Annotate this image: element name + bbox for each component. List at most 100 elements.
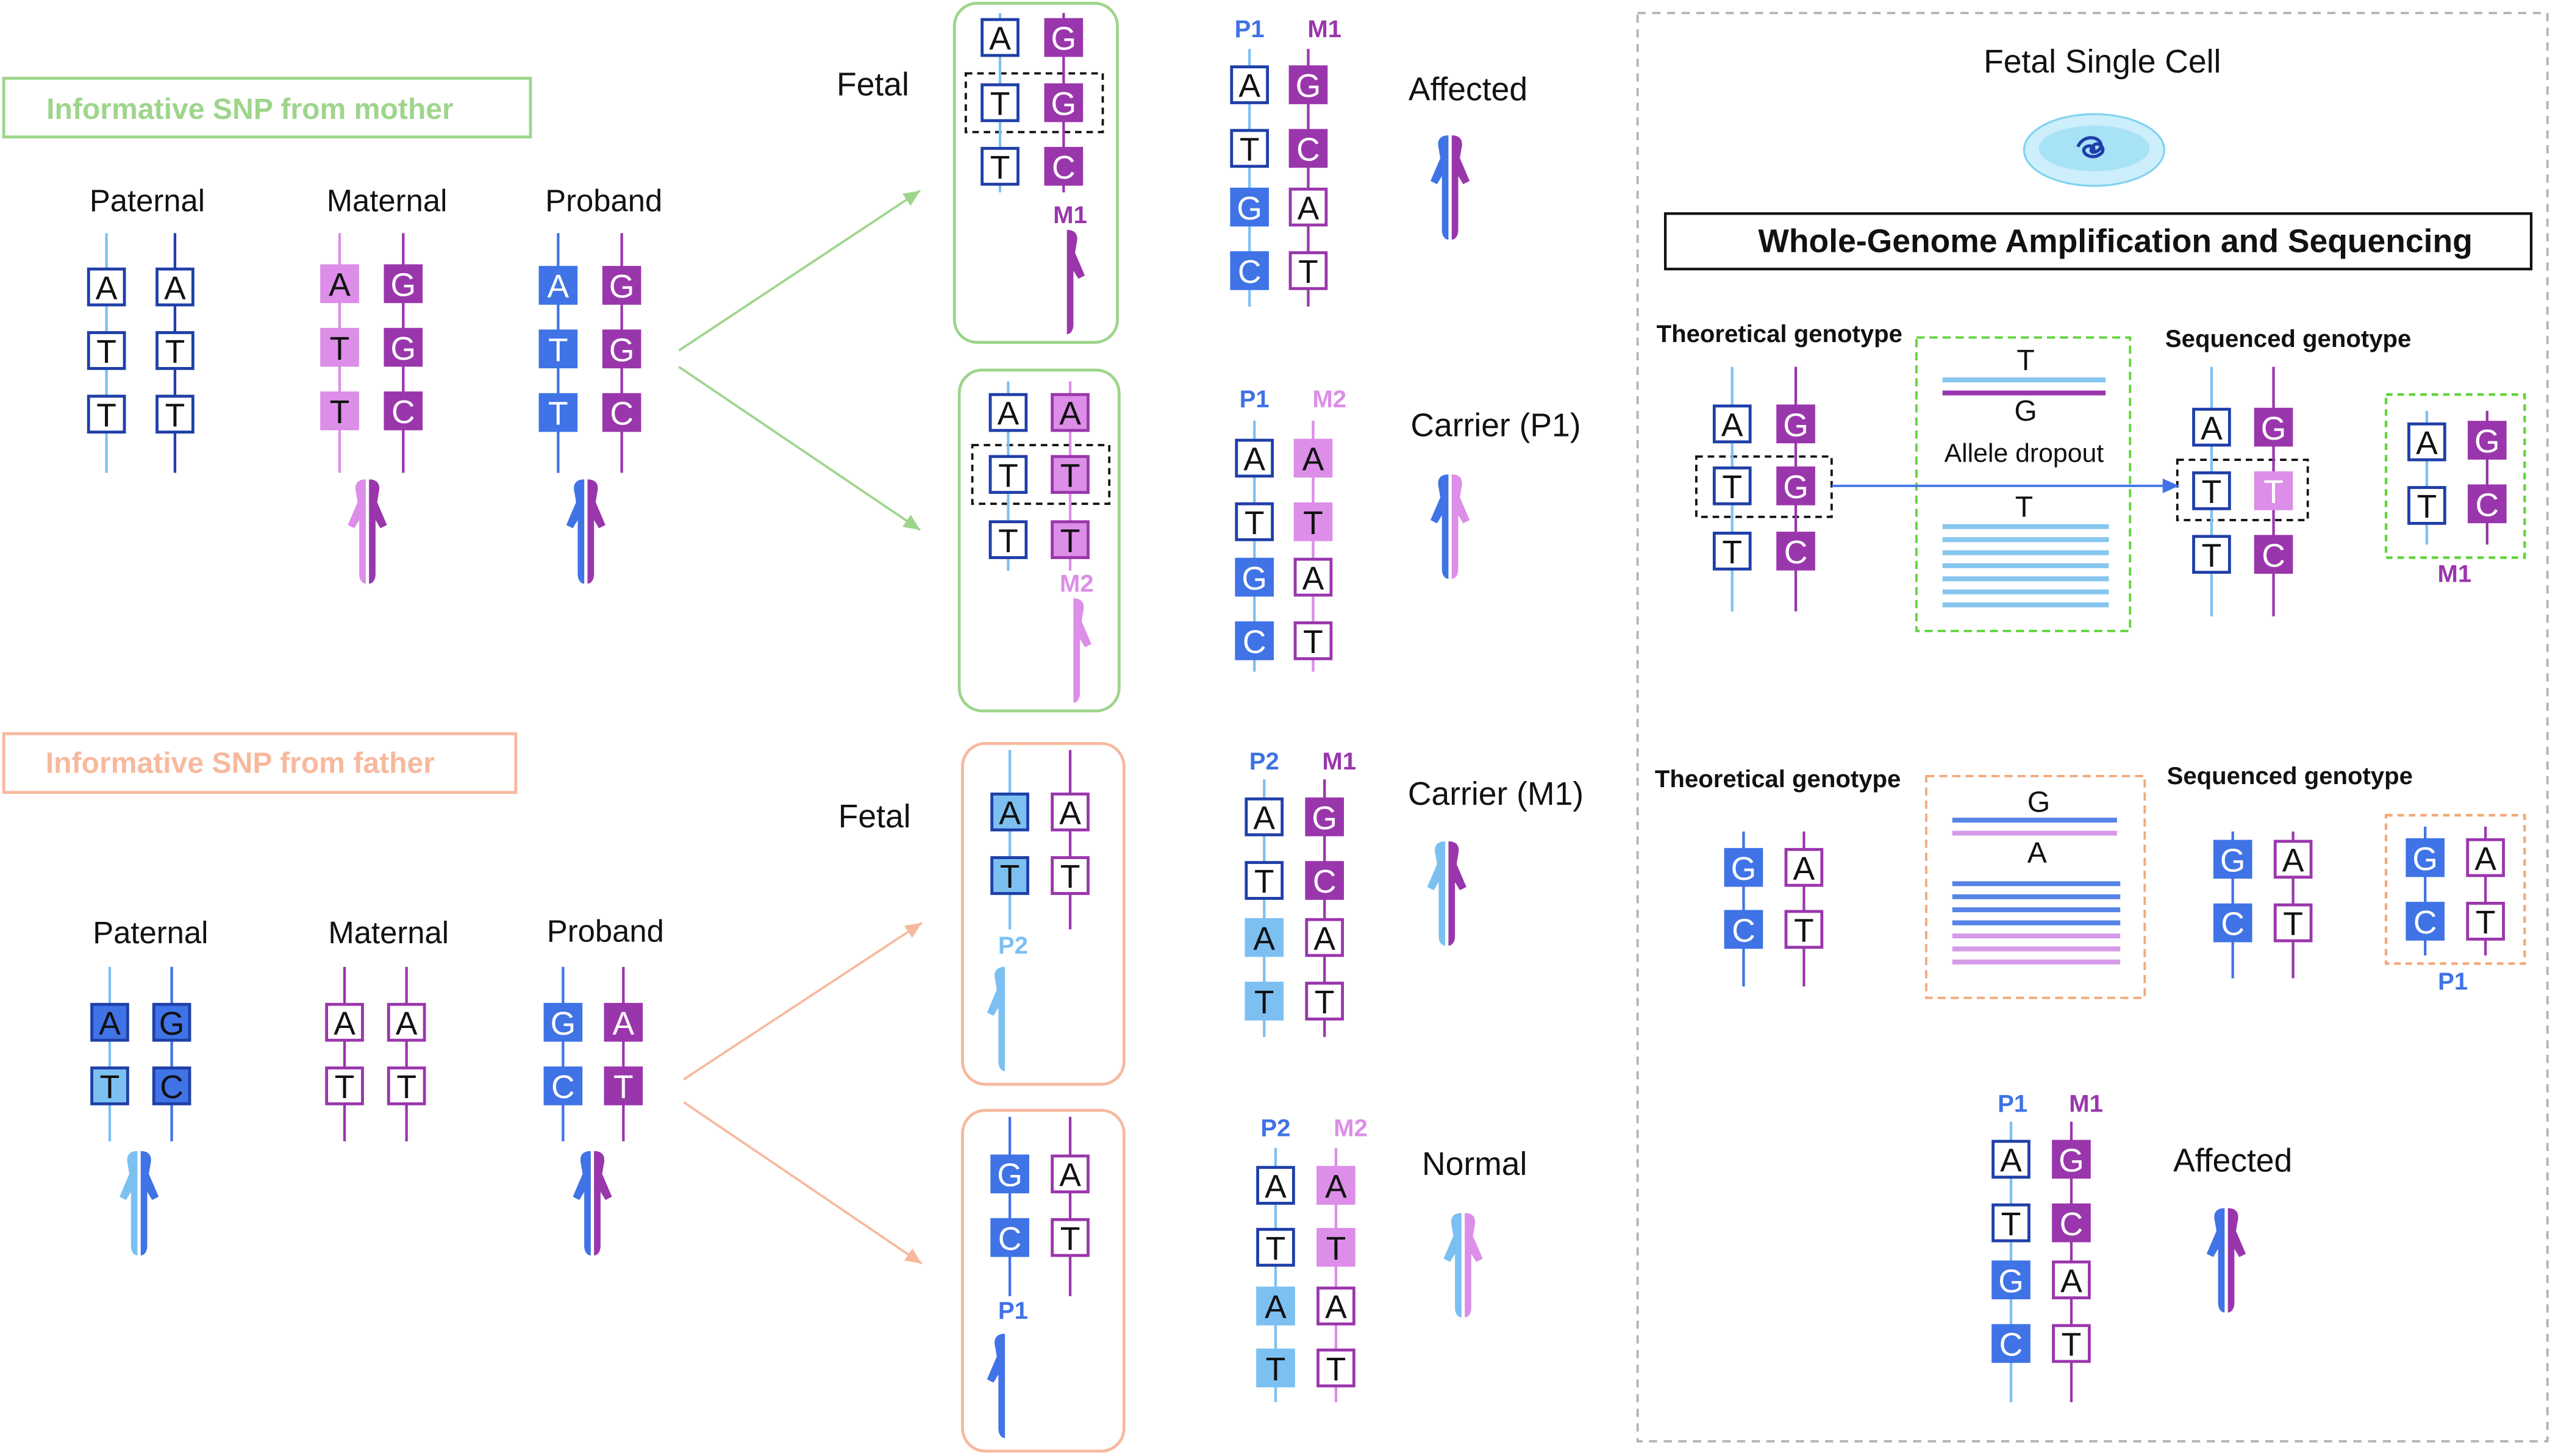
allele-box-T: T <box>155 331 195 370</box>
allele-box-C: C <box>1288 129 1328 168</box>
combined-left-hap: P1 <box>1998 1090 2027 1117</box>
allele-label: T <box>165 334 185 370</box>
allele-label: C <box>2262 538 2285 574</box>
allele-box-frame <box>1245 861 1284 900</box>
result-3-status: Carrier (M1) <box>1408 776 1584 812</box>
allele-box-T: T <box>1245 861 1284 900</box>
allele-box-frame <box>988 393 1028 432</box>
label-paternal-2: Paternal <box>93 915 208 950</box>
allele-box-A: A <box>1230 65 1270 104</box>
allele-box-G: G <box>1991 1260 2031 1299</box>
allele-box-frame <box>2213 903 2252 943</box>
allele-label: T <box>1060 859 1080 895</box>
allele-box-G: G <box>1235 557 1274 597</box>
allele-box-frame <box>1235 438 1274 478</box>
allele-box-T: T <box>1235 502 1274 541</box>
person-half-silhouette <box>587 479 605 584</box>
sequenced-result-box-1 <box>2384 393 2526 559</box>
allele-box-frame <box>1051 856 1090 895</box>
allele-label: T <box>1254 864 1274 900</box>
allele-label: A <box>1313 921 1335 957</box>
cell-dna-coil <box>2076 136 2105 159</box>
result-4-icon-paternal-half <box>1443 1213 1462 1318</box>
allele-box-frame <box>1288 251 1328 290</box>
result-4-icon-maternal-half <box>1465 1213 1483 1318</box>
allele-box-frame <box>155 394 195 434</box>
allele-label: T <box>1254 985 1274 1021</box>
arrows-layer <box>678 190 2179 1265</box>
allele-box-A: A <box>1256 1166 1295 1205</box>
allele-label: G <box>1051 21 1077 57</box>
allele-box-A: A <box>1051 1154 1090 1194</box>
allele-label: T <box>1303 624 1323 660</box>
allele-box-frame <box>1051 1154 1090 1194</box>
allele-box-G: G <box>1724 848 1763 887</box>
person-half-silhouette <box>2206 1208 2225 1313</box>
result-3-left-hap: P2 <box>1249 748 1279 775</box>
allele-box-frame <box>2468 484 2507 524</box>
allele-dropout-label: Allele dropout <box>1945 438 2104 468</box>
allele-box-T: T <box>90 1066 129 1105</box>
fetal-2-icon <box>1073 598 1091 703</box>
sequenced-snp-highlight <box>2176 459 2309 521</box>
arrow-shaft <box>678 366 921 531</box>
allele-label: A <box>1059 796 1081 832</box>
allele-label: A <box>99 1006 121 1042</box>
allele-box-frame <box>1230 65 1270 104</box>
allele-label: A <box>1243 442 1265 478</box>
allele-box-frame <box>2273 903 2313 943</box>
fetal-embryo-2-frame <box>957 368 1121 713</box>
allele-label: A <box>2474 841 2496 877</box>
allele-box-frame <box>990 1154 1029 1194</box>
allele-box-frame <box>2192 471 2231 510</box>
allele-box-T: T <box>2052 1324 2091 1363</box>
allele-label: A <box>164 271 186 307</box>
allele-box-frame <box>2254 471 2293 510</box>
person-half-silhouette <box>369 479 387 584</box>
allele-label: T <box>1000 859 1020 895</box>
proband-icon-2-maternal-half <box>594 1151 612 1256</box>
arrow-to-fetal-2 <box>678 366 921 531</box>
arrow-shaft <box>678 190 921 352</box>
result-1-icon-paternal-half <box>1431 135 1449 240</box>
allele-box-A: A <box>2466 838 2506 877</box>
allele-box-frame <box>2468 421 2507 460</box>
proband-icon-paternal-half <box>566 479 585 584</box>
allele-box-T: T <box>387 1066 426 1105</box>
allele-box-frame <box>2052 1260 2091 1300</box>
allele-box-frame <box>320 327 359 367</box>
allele-box-frame <box>2466 902 2506 941</box>
allele-label: C <box>1238 254 1262 290</box>
allele-box-C: C <box>2213 903 2252 943</box>
allele-label: G <box>1051 87 1077 123</box>
allele-box-frame <box>1712 532 1752 571</box>
allele-box-frame <box>320 391 359 430</box>
arrow-head <box>904 922 922 938</box>
result-3-icon-maternal-half <box>1448 841 1466 946</box>
allele-label: A <box>989 21 1011 57</box>
person-half-silhouette <box>1431 135 1449 240</box>
allele-box-G: G <box>1776 404 1815 443</box>
allele-box-frame <box>1044 18 1084 57</box>
result-2-status: Carrier (P1) <box>1410 407 1581 443</box>
sequencing-reads-A <box>1952 933 2121 965</box>
allele-box-frame <box>1051 520 1090 559</box>
allele-label: C <box>2060 1207 2084 1243</box>
allele-boxes-layer: ATTATTATTGGCATTGGCATTGGCATTATTATGCGCATAT… <box>87 18 2507 1388</box>
allele-box-T: T <box>1051 455 1090 494</box>
allele-label: T <box>1245 505 1265 541</box>
dropout-read-T-label: T <box>2016 344 2034 377</box>
arrow-to-fetal-4 <box>683 1101 923 1265</box>
result-1-icon-maternal-half <box>1451 135 1470 240</box>
label-fetal: Fetal <box>837 67 909 103</box>
allele-box-G: G <box>384 327 423 367</box>
person-half-silhouette <box>1448 841 1466 946</box>
allele-label: T <box>396 1069 416 1105</box>
allele-box-T: T <box>2254 471 2293 510</box>
allele-label: G <box>2059 1143 2084 1179</box>
allele-label: A <box>1302 442 1324 478</box>
allele-box-T: T <box>1256 1348 1295 1388</box>
allele-label: A <box>329 267 351 303</box>
allele-box-frame <box>980 83 1020 123</box>
